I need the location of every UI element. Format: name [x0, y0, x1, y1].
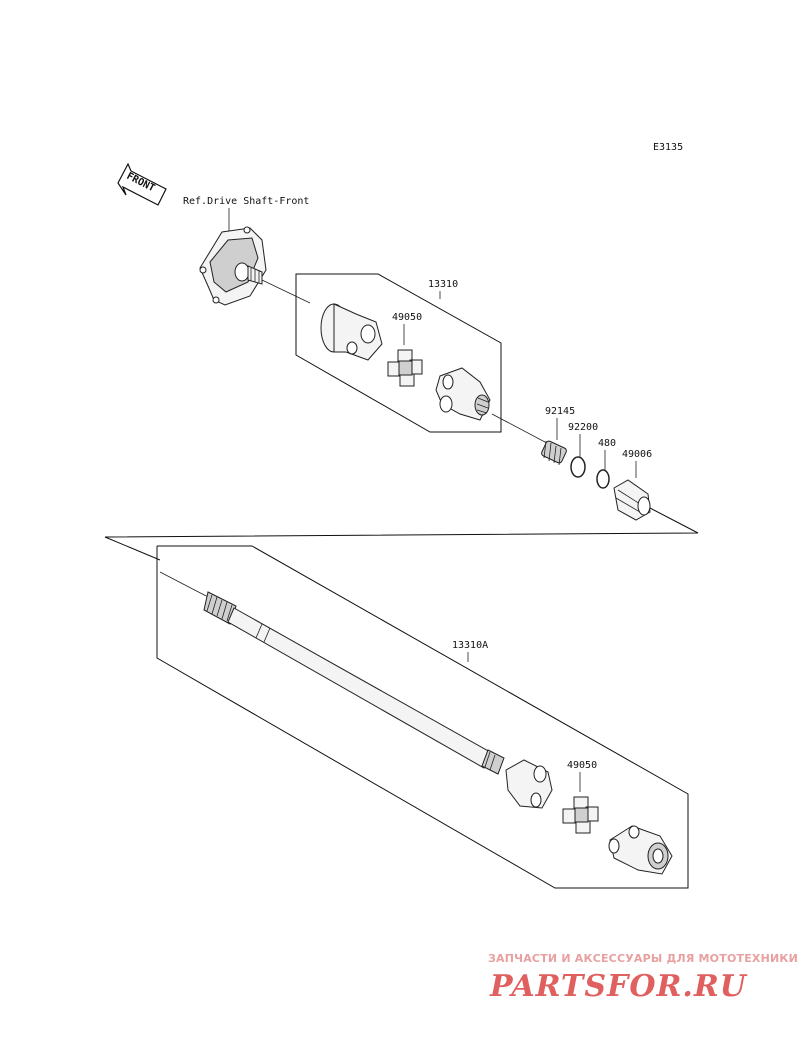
- part-13310-label: 13310: [428, 279, 458, 290]
- part-49006-label: 49006: [622, 449, 652, 460]
- part-92200-label: 92200: [568, 422, 598, 433]
- universal-joint-cross-lower-icon: [562, 796, 599, 834]
- center-line-1: [261, 279, 311, 304]
- drive-shaft-icon: [159, 571, 505, 775]
- part-92145-label: 92145: [545, 406, 575, 417]
- watermark-brand: PARTSFOR.RU: [489, 969, 748, 1004]
- watermark-subtitle: ЗАПЧАСТИ И АКСЕССУАРЫ ДЛЯ МОТОТЕХНИКИ: [488, 952, 798, 965]
- yoke-lower-right-icon: [608, 825, 673, 875]
- front-arrow-icon: FRONT: [117, 162, 167, 206]
- part-49050-upper-label: 49050: [392, 312, 422, 323]
- part-49050-lower-label: 49050: [567, 760, 597, 771]
- diagram-code: E3135: [653, 142, 683, 153]
- boot-icon: [613, 479, 651, 521]
- assembly-lower-bracket: [156, 545, 689, 889]
- yoke-lower-left-icon: [505, 759, 553, 809]
- front-drive-housing-icon: [199, 226, 267, 306]
- connector-line: [104, 507, 699, 561]
- assembly-upper-bracket: [295, 273, 502, 433]
- universal-joint-cross-upper-icon: [387, 349, 423, 387]
- yoke-upper-left-icon: [320, 303, 383, 361]
- watermark: ЗАПЧАСТИ И АКСЕССУАРЫ ДЛЯ МОТОТЕХНИКИ PA…: [488, 952, 798, 1004]
- washer-icon: [570, 456, 586, 478]
- spring-icon: [541, 440, 567, 466]
- yoke-upper-right-icon: [435, 367, 491, 421]
- oring-icon: [596, 469, 610, 489]
- part-480-label: 480: [598, 438, 616, 449]
- part-13310A-label: 13310A: [452, 640, 488, 651]
- reference-label: Ref.Drive Shaft-Front: [183, 196, 309, 207]
